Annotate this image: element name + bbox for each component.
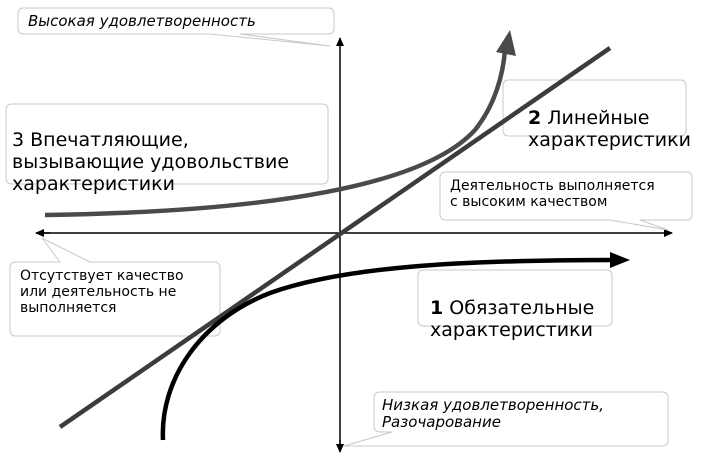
high-satisfaction-label: Высокая удовлетворенность <box>28 12 256 30</box>
low-satisfaction-label: Низкая удовлетворенность, Разочарование <box>382 396 605 432</box>
callout-fulfilled <box>439 171 693 231</box>
callout-not-fulfilled <box>9 237 221 337</box>
attractive-category-text: Впечатляющие, вызывающие удовольствие ха… <box>12 128 290 195</box>
callout-linear <box>502 79 687 137</box>
attractive-curve <box>44 49 508 218</box>
must-be-curve <box>160 257 615 441</box>
linear-category-number: 2 <box>528 106 542 129</box>
callout-must-be <box>417 269 613 327</box>
callout-attractive <box>5 103 329 185</box>
must-be-category-label: 1 Обязательные характеристики <box>430 276 594 342</box>
must-be-category-number: 1 <box>430 296 444 319</box>
fulfilled-label: Деятельность выполняется с высоким качес… <box>450 178 655 211</box>
attractive-category-number: 3 <box>12 128 25 151</box>
attractive-category-label: 3 Впечатляющие, вызывающие удовольствие … <box>12 108 289 195</box>
callout-low-satisfaction <box>343 391 669 447</box>
attractive-arrowhead <box>496 30 516 56</box>
must-be-category-text: Обязательные характеристики <box>430 296 595 341</box>
linear-category-text: Линейные характеристики <box>528 106 691 151</box>
linear-line <box>58 46 612 429</box>
must-be-arrowhead <box>610 252 630 268</box>
not-fulfilled-label: Отсутствует качество или деятельность не… <box>20 268 184 317</box>
callout-high-satisfaction <box>17 7 335 47</box>
linear-category-label: 2 Линейные характеристики <box>528 86 691 152</box>
